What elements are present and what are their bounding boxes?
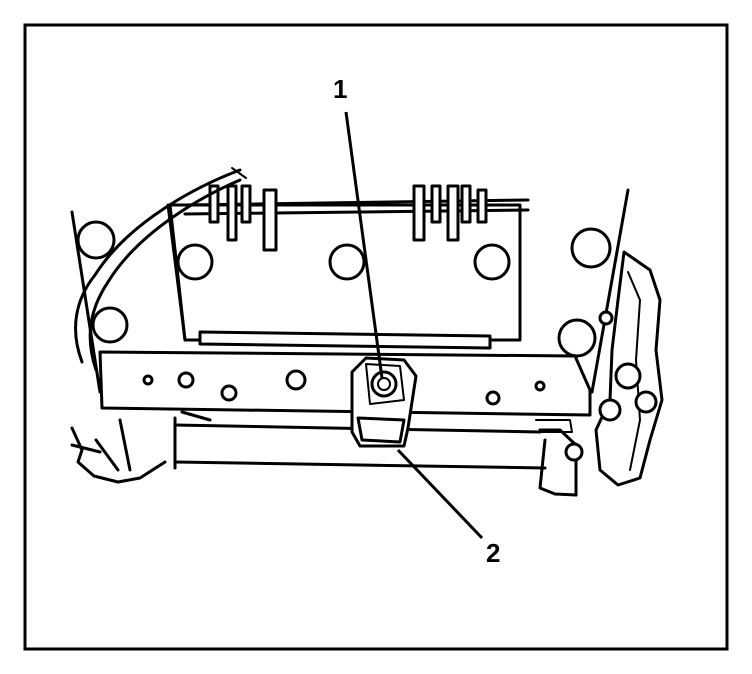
callout-2-label: 2 — [486, 538, 500, 568]
callout-1-label: 1 — [333, 74, 347, 104]
retainer-clip — [350, 356, 418, 448]
seat-frame-assembly — [70, 167, 664, 497]
recliner-mechanism — [535, 250, 664, 497]
seat-track-bar — [98, 350, 592, 417]
wire-harness — [74, 167, 247, 372]
callout-2-leader — [396, 448, 484, 540]
callout-1-leader — [344, 111, 384, 379]
seat-plate-holes — [76, 220, 612, 358]
retainer-nut — [370, 370, 398, 398]
